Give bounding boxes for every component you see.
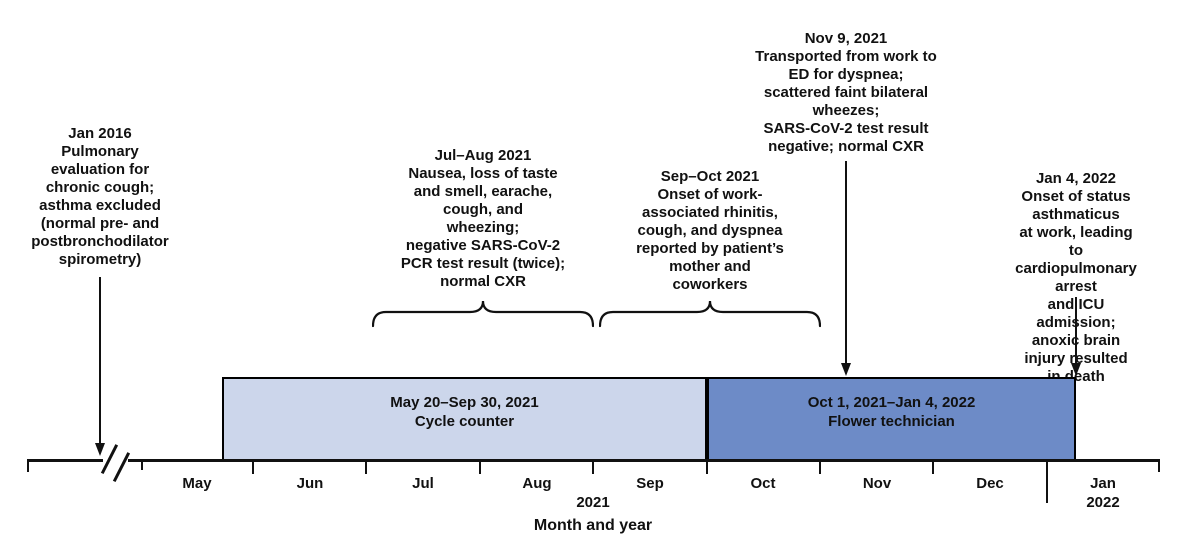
axis-end-tick [1158,459,1160,472]
month-label-sep: Sep [636,475,664,492]
annotation-date: Sep–Oct 2021 [660,168,760,185]
annotation-nov-9-2021: Nov 9, 2021 Transported from work to ED … [755,30,937,156]
month-label-jun: Jun [296,475,324,492]
axis-tick [141,459,143,470]
year-divider-tick [1046,459,1048,503]
axis-tick [592,459,594,474]
axis-tick [819,459,821,474]
year-label-2021: 2021 [576,494,610,511]
annotation-date: Jan 4, 2022 [1035,170,1117,187]
month-label-dec: Dec [976,475,1004,492]
axis-line-left [27,459,103,462]
bar-cycle-counter: May 20–Sep 30, 2021 Cycle counter [222,377,707,461]
month-label-oct: Oct [750,475,776,492]
axis-tick [252,459,254,474]
annotation-body: Pulmonary evaluation for chronic cough; … [31,143,169,268]
arrow-stem [99,277,101,443]
year-label-2022: 2022 [1086,494,1120,511]
month-label-aug: Aug [522,475,552,492]
brace-jul-aug [372,299,594,328]
arrow-head-icon [840,363,851,376]
annotation-date: Jan 2016 [68,125,132,142]
month-label-jul: Jul [412,475,434,492]
annotation-body: Nausea, loss of taste and smell, earache… [400,165,566,290]
annotation-body: Transported from work to ED for dyspnea;… [755,48,937,155]
bar-period: Oct 1, 2021–Jan 4, 2022 [807,394,976,411]
annotation-date: Nov 9, 2021 [804,30,888,47]
arrow-head-icon [1070,363,1081,376]
annotation-date: Jul–Aug 2021 [434,147,532,164]
break-slash [112,452,130,482]
arrow-head-icon [94,443,105,456]
month-label-nov: Nov [862,475,892,492]
bar-flower-technician: Oct 1, 2021–Jan 4, 2022 Flower technicia… [707,377,1076,461]
arrow-stem [1075,297,1077,363]
axis-title: Month and year [533,517,653,534]
curly-brace-icon [372,300,594,328]
arrow-stem [845,161,847,363]
axis-line-right [128,459,1160,462]
bar-role: Cycle counter [414,413,515,430]
bar-period: May 20–Sep 30, 2021 [390,394,539,411]
month-label-may: May [182,475,212,492]
axis-tick [365,459,367,474]
annotation-jan-2016: Jan 2016 Pulmonary evaluation for chroni… [31,125,169,269]
axis-tick [706,459,708,474]
month-label-jan: Jan [1090,475,1116,492]
annotation-sep-oct-2021: Sep–Oct 2021 Onset of work- associated r… [636,168,784,294]
curly-brace-icon [599,300,821,328]
annotation-body: Onset of work- associated rhinitis, coug… [636,186,784,293]
brace-sep-oct [599,299,821,328]
axis-end-tick [27,459,29,472]
axis-tick [479,459,481,474]
annotation-jul-aug-2021: Jul–Aug 2021 Nausea, loss of taste and s… [401,147,565,291]
axis-tick [932,459,934,474]
bar-role: Flower technician [828,413,955,430]
